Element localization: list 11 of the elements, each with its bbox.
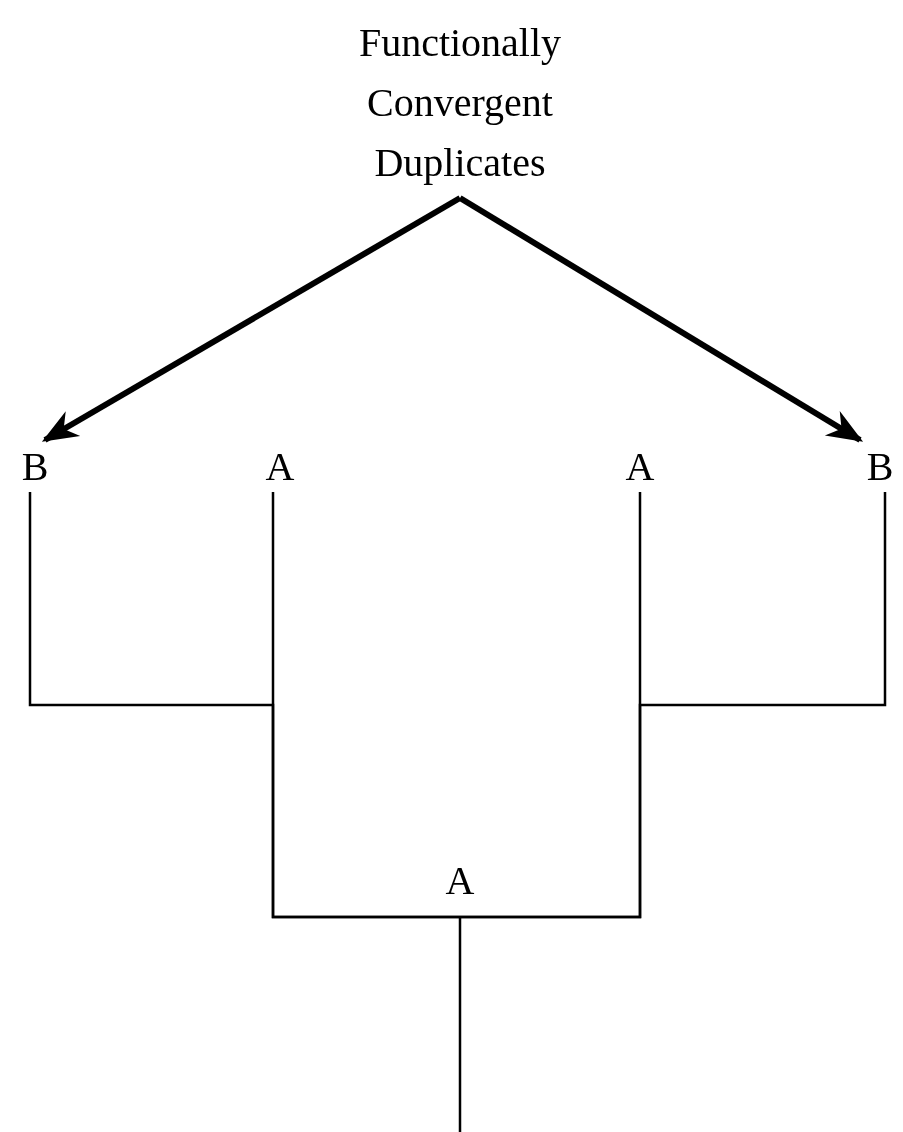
taxon-label: A [265, 443, 295, 491]
tree-branch [458, 917, 462, 1132]
tree-branch [271, 492, 460, 919]
arrow [41, 195, 462, 443]
taxon-label: B [21, 443, 49, 491]
taxon-label: A [445, 857, 475, 905]
taxon-label: A [625, 443, 655, 491]
arrow [458, 195, 864, 443]
heading-label: Functionally Convergent Duplicates [357, 19, 563, 187]
taxon-label: B [866, 443, 894, 491]
tree-branch [460, 492, 887, 919]
